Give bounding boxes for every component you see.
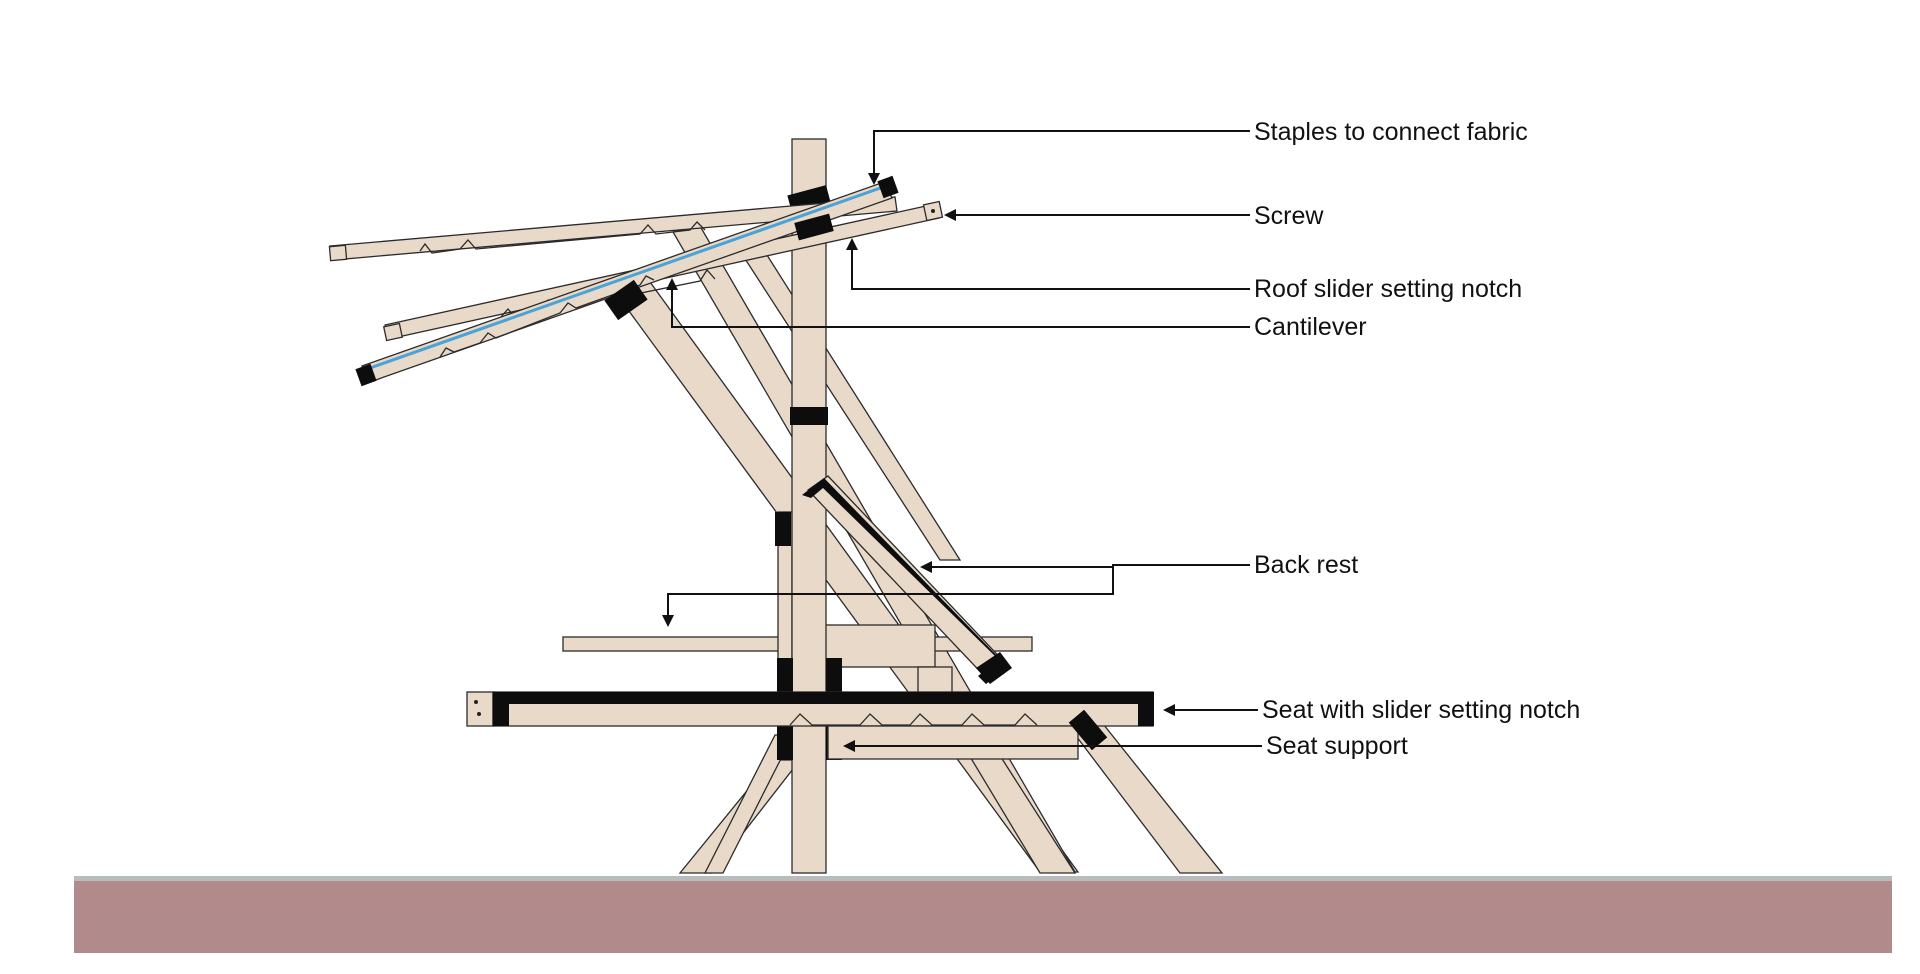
cantilever-top-cap xyxy=(604,279,648,321)
seat-end-block xyxy=(466,691,494,727)
short-post-cap xyxy=(775,512,791,546)
roof-main-end-cap xyxy=(355,363,377,387)
seat-support-beam xyxy=(827,725,1079,760)
label-roof-notch: Roof slider setting notch xyxy=(1254,275,1522,303)
staples-leader xyxy=(868,130,1250,185)
seat-frame-right xyxy=(1138,692,1154,726)
roof-main-top-cap xyxy=(877,175,899,199)
backrest-block xyxy=(824,624,936,668)
backrest-stub xyxy=(917,666,953,696)
seat-frame-left xyxy=(493,692,509,726)
rear-leg xyxy=(958,739,1077,874)
label-cantilever: Cantilever xyxy=(1254,313,1367,341)
seat-support-joint xyxy=(1068,709,1108,751)
back-rest-leader-1 xyxy=(920,561,1250,573)
ground-slab xyxy=(74,881,1892,953)
label-staples: Staples to connect fabric xyxy=(1254,118,1528,146)
label-screw: Screw xyxy=(1254,202,1324,230)
screw-dot xyxy=(931,209,935,213)
roof-upper-notches xyxy=(419,221,706,254)
label-back-rest: Back rest xyxy=(1254,551,1358,579)
label-seat-notch: Seat with slider setting notch xyxy=(1262,696,1580,724)
seat-screw-1 xyxy=(474,700,478,704)
ground-edge xyxy=(74,876,1892,882)
seat-screw-2 xyxy=(477,712,481,716)
seat-slider-notches xyxy=(789,713,1038,726)
back-rest-frame-cap xyxy=(976,652,1012,684)
post-joint-mid xyxy=(790,407,828,425)
back-rest-leader-2 xyxy=(662,567,1114,627)
label-seat-support: Seat support xyxy=(1266,732,1408,760)
post-joint-lower-b xyxy=(826,658,842,694)
central-post xyxy=(791,138,827,874)
roof-notch-leader xyxy=(846,238,1250,290)
seat-frame-top xyxy=(493,692,1153,704)
fabric-strip xyxy=(369,184,887,370)
cantilever-leader xyxy=(666,278,1250,328)
roof-upper-end xyxy=(328,244,348,262)
roof-middle-end xyxy=(382,322,404,342)
post-joint-seat-a xyxy=(777,724,793,760)
roof-joint-post xyxy=(794,213,834,241)
post-joint-lower-a xyxy=(777,658,793,694)
roof-main-notches xyxy=(439,275,655,358)
